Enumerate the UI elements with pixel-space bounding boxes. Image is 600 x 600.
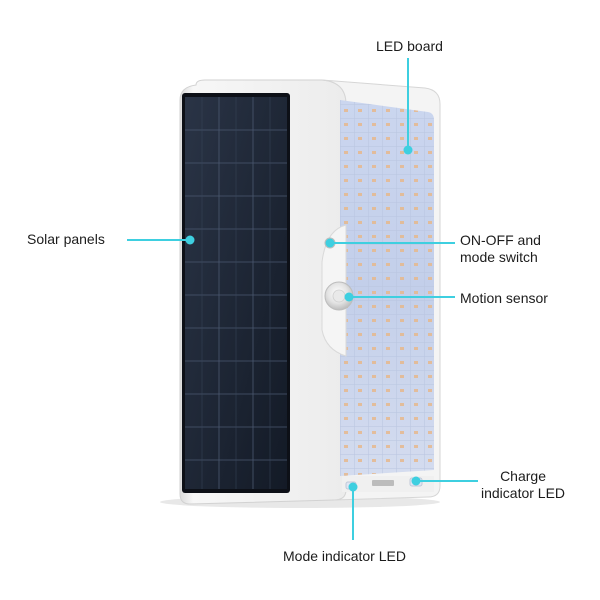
switch-label: ON-OFF and mode switch [460, 232, 541, 266]
led-board-label: LED board [376, 38, 443, 54]
solar-busbars [201, 97, 271, 489]
callouts [127, 58, 478, 540]
switch-label-line1: ON-OFF and [460, 232, 541, 248]
motion-sensor-label: Motion sensor [460, 290, 548, 306]
solar-panels-label: Solar panels [27, 231, 105, 247]
switch-label-line2: mode switch [460, 249, 538, 265]
mode-led-label: Mode indicator LED [283, 548, 406, 564]
motion-sensor-lens [332, 289, 346, 303]
usb-port [372, 480, 394, 486]
charge-led-label: Charge indicator LED [481, 468, 565, 502]
led-grid [340, 100, 434, 476]
charge-label-line1: Charge [500, 468, 546, 484]
charge-label-line2: indicator LED [481, 485, 566, 501]
